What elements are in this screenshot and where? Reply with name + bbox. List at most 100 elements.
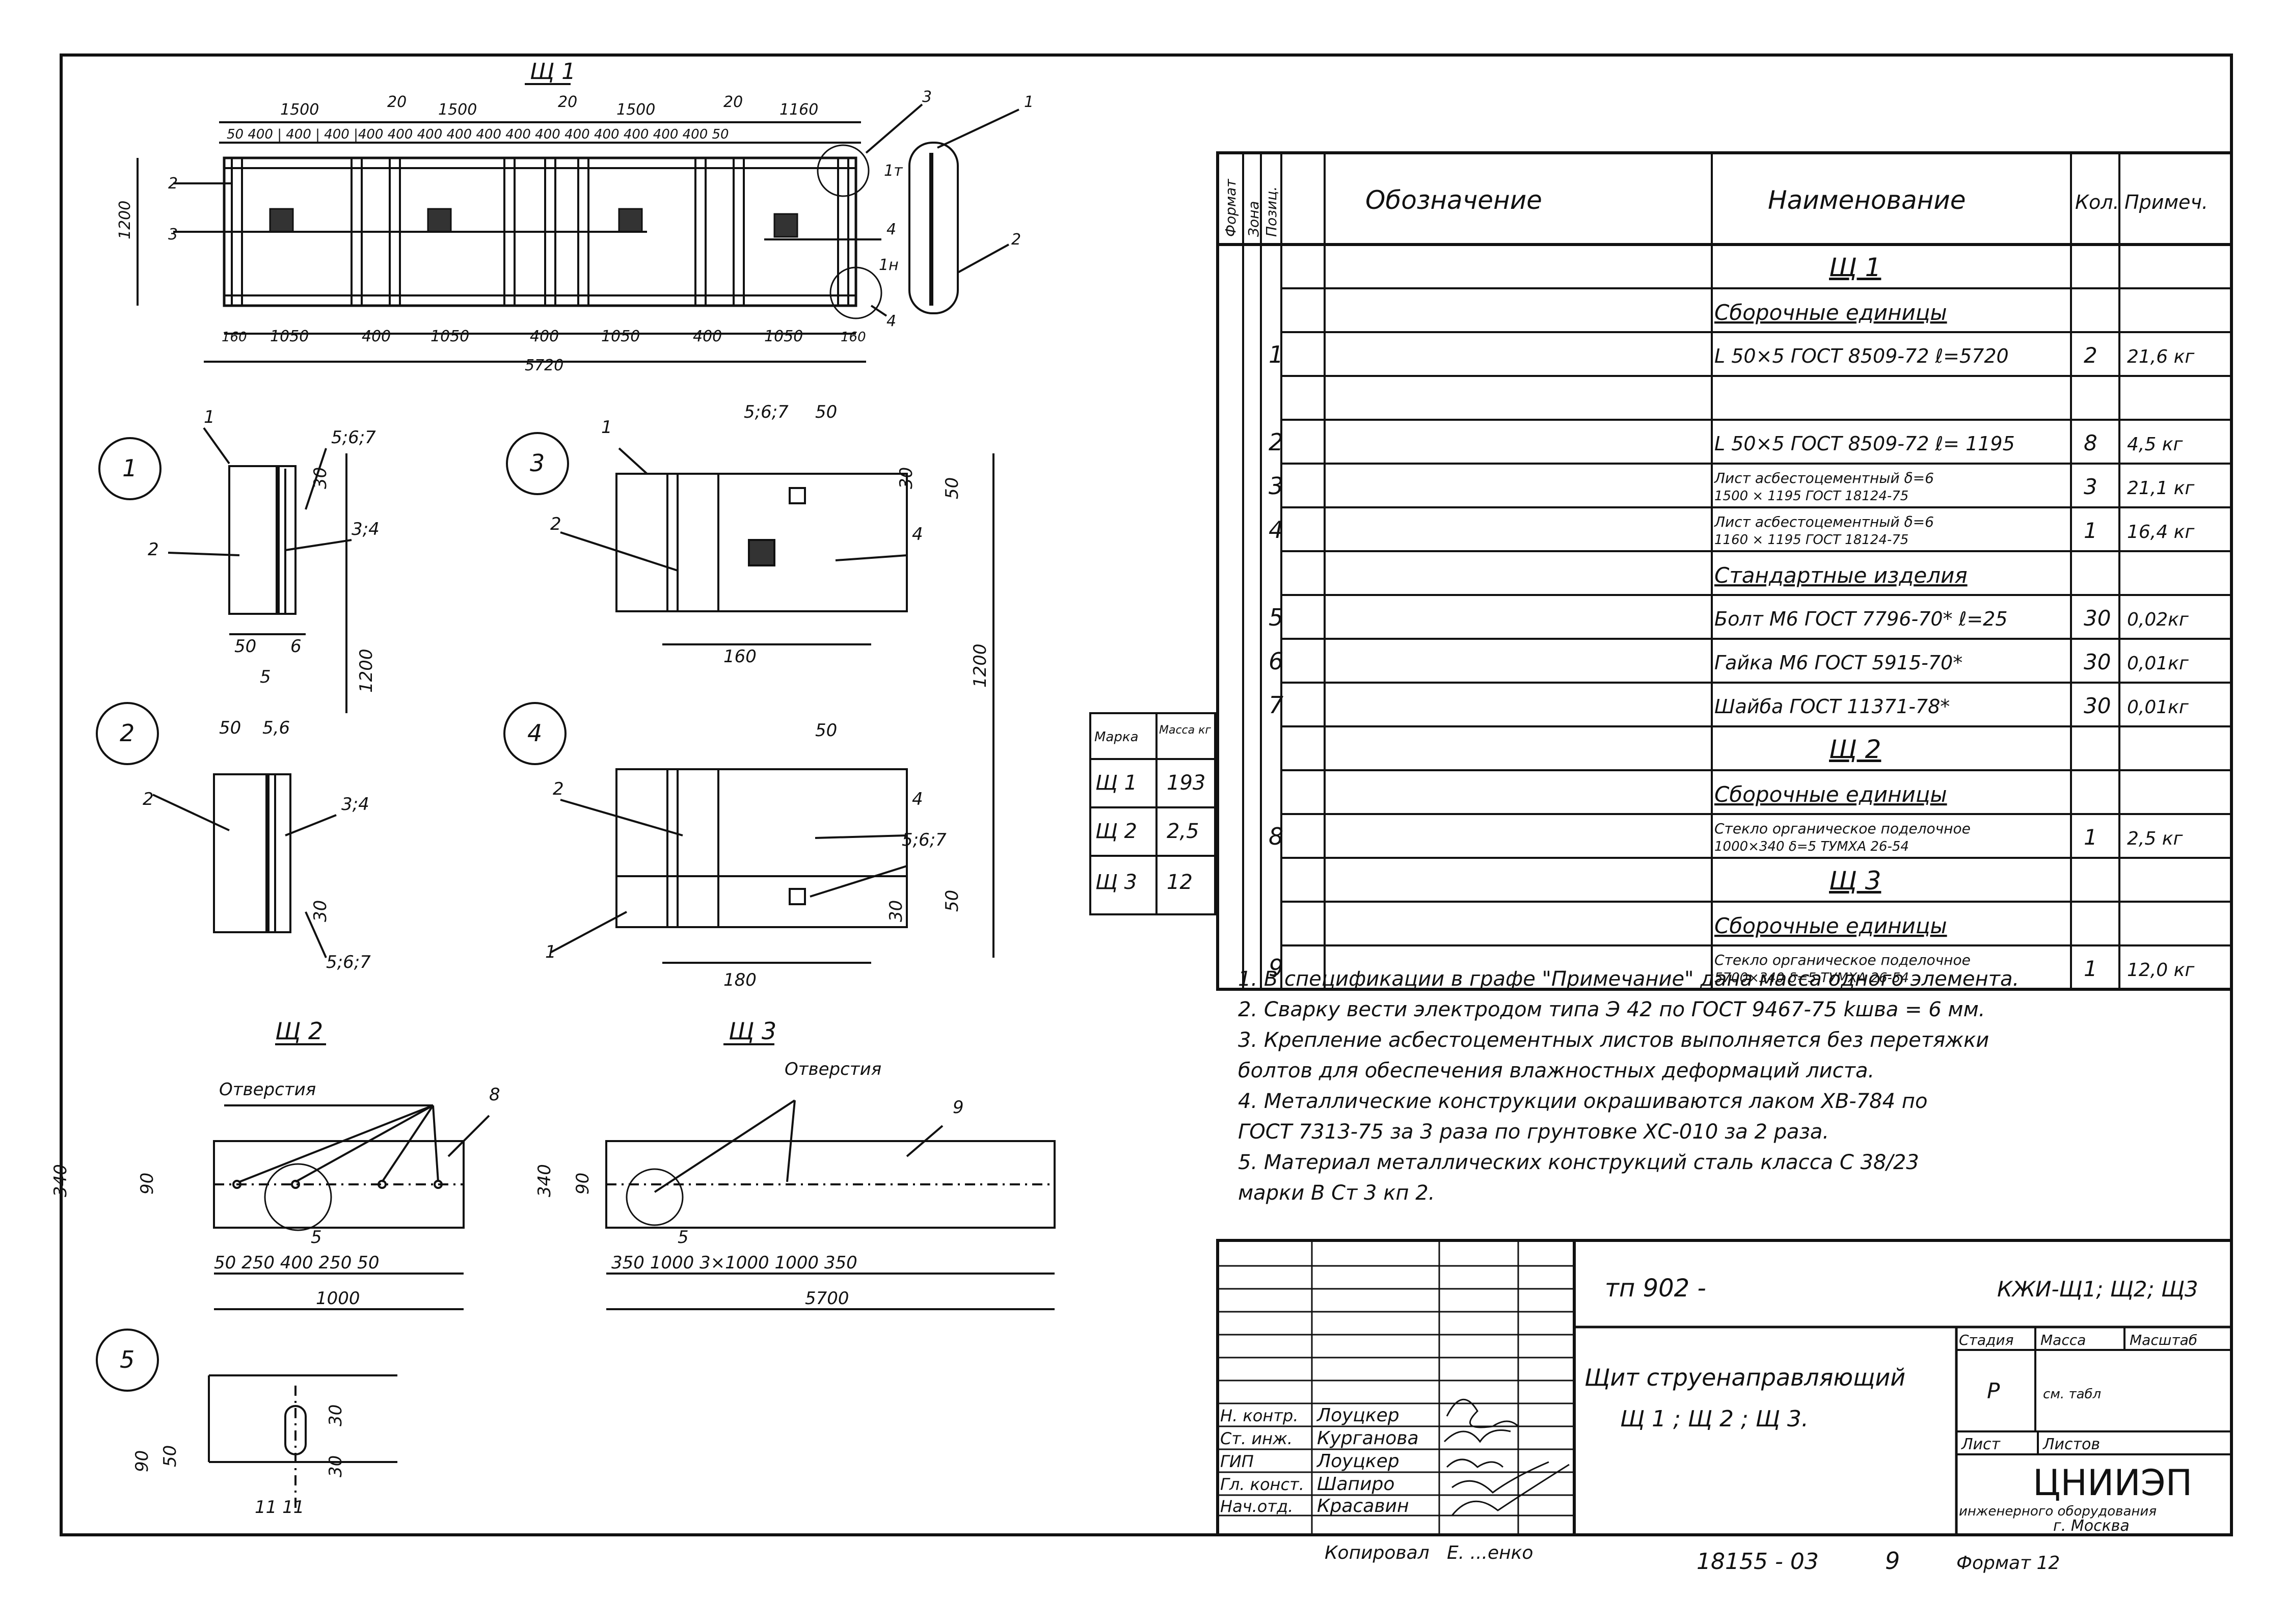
spec-row-pos: 5 bbox=[1269, 604, 1283, 631]
label-1n: 1н bbox=[879, 256, 899, 274]
callout-5 bbox=[96, 1329, 159, 1392]
sh3-holes-label: Отверстия bbox=[785, 1059, 881, 1079]
mass-table bbox=[1089, 712, 1216, 915]
sh2-dims-row: 50 250 400 250 50 bbox=[214, 1253, 379, 1273]
spec-row-pos: 6 bbox=[1269, 647, 1283, 675]
label-1t: 1т bbox=[884, 162, 903, 180]
sh2-lbl-5: 5 bbox=[311, 1227, 322, 1248]
d2-lbl-56: 5,6 bbox=[262, 718, 290, 738]
dim-total-5720: 5720 bbox=[525, 357, 563, 374]
callout-5-num: 5 bbox=[120, 1346, 134, 1373]
stamp-mass: см. табл bbox=[2043, 1387, 2101, 1402]
spec-row-pos: 8 bbox=[1269, 823, 1283, 850]
dim-20-a: 20 bbox=[387, 93, 407, 111]
d3-lbl-30: 30 bbox=[896, 467, 917, 489]
dim-bot-1050b: 1050 bbox=[431, 328, 469, 345]
d4-lbl-1: 1 bbox=[545, 942, 556, 962]
sh3-dim-340: 340 bbox=[534, 1164, 555, 1197]
notes: 1. В спецификации в графе "Примечание" д… bbox=[1238, 967, 2019, 1205]
d1-lbl-1: 1 bbox=[204, 407, 215, 427]
d3-lbl-2: 2 bbox=[550, 514, 561, 534]
spec-row-note: 21,6 кг bbox=[2127, 346, 2195, 367]
d5-dim-30b: 30 bbox=[326, 1455, 346, 1477]
spec-row-name: L 50×5 ГОСТ 8509-72 ℓ=5720 bbox=[1714, 345, 2009, 367]
spec-row-note: 4,5 кг bbox=[2127, 434, 2183, 455]
spec-section-title: Стандартные изделия bbox=[1714, 563, 1968, 588]
spec-section-title: Сборочные единицы bbox=[1714, 913, 1947, 938]
mass-row1-val: 193 bbox=[1167, 771, 1205, 795]
spec-row-note: 16,4 кг bbox=[2127, 522, 2195, 543]
mass-row3-mark: Щ 3 bbox=[1095, 871, 1137, 894]
spec-group-title: Щ 3 bbox=[1829, 866, 1881, 896]
d2-lbl-50: 50 bbox=[219, 718, 241, 738]
stamp-copied: Копировал bbox=[1325, 1542, 1430, 1563]
hdr-name: Наименование bbox=[1768, 185, 1966, 215]
label-3-top: 3 bbox=[922, 88, 932, 106]
title-block-text: тп 902 - КЖИ-Щ1; Щ2; Щ3 Щит струенаправл… bbox=[1220, 1274, 2198, 1575]
mass-row1-mark: Щ 1 bbox=[1095, 771, 1137, 795]
callout-2 bbox=[96, 702, 159, 765]
d3-lbl-567: 5;6;7 bbox=[744, 402, 789, 422]
dim-bot-1050d: 1050 bbox=[764, 328, 803, 345]
views-sh2-sh3-labels: Щ 2 Щ 3 Отверстия Отверстия 8 9 5 5 340 … bbox=[50, 1017, 964, 1518]
spec-row-pos: 3 bbox=[1269, 472, 1283, 500]
spec-row-note: 2,5 кг bbox=[2127, 828, 2183, 849]
d3-lbl-50a: 50 bbox=[815, 402, 837, 422]
spec-row-qty: 30 bbox=[2084, 649, 2111, 674]
spec-row-name: L 50×5 ГОСТ 8509-72 ℓ= 1195 bbox=[1714, 432, 2015, 455]
stamp-org2: инженерного оборудования bbox=[1959, 1504, 2157, 1519]
d3-lbl-1: 1 bbox=[601, 417, 612, 438]
mass-row3-val: 12 bbox=[1167, 871, 1193, 894]
dim-20-c: 20 bbox=[723, 93, 743, 111]
label-pos-2: 2 bbox=[168, 175, 178, 193]
sh2-lbl-8: 8 bbox=[489, 1085, 500, 1105]
stamp-name-3: Лоуцкер bbox=[1316, 1451, 1400, 1472]
hdr-zone: Зона bbox=[1245, 201, 1262, 237]
sh2-dim-90: 90 bbox=[137, 1173, 157, 1195]
mass-row2-val: 2,5 bbox=[1167, 820, 1199, 843]
sh3-lbl-5: 5 bbox=[678, 1227, 689, 1248]
hdr-qty: Кол. bbox=[2075, 191, 2119, 213]
signatures bbox=[1443, 1398, 1570, 1516]
callout-1-num: 1 bbox=[122, 454, 137, 482]
stamp-name-2: Курганова bbox=[1317, 1428, 1419, 1449]
sh3-dims-row: 350 1000 3×1000 1000 350 bbox=[611, 1253, 857, 1273]
sh2-dim-340: 340 bbox=[50, 1164, 71, 1197]
stamp-sheet-no: 9 bbox=[1885, 1547, 1900, 1575]
spec-row-pos: 1 bbox=[1269, 341, 1283, 368]
note-4b: ГОСТ 7313-75 за 3 раза по грунтовке ХС-0… bbox=[1238, 1120, 1829, 1144]
stamp-sheet-h: Лист bbox=[1961, 1436, 2001, 1453]
d5-dim-30a: 30 bbox=[326, 1404, 346, 1426]
views-sh2-sh3 bbox=[208, 1043, 1056, 1513]
title-block bbox=[1216, 1239, 2233, 1536]
d5-dim-50: 50 bbox=[160, 1445, 180, 1467]
view-sh1: Щ 1 bbox=[137, 59, 1019, 363]
dim-1500-c: 1500 bbox=[616, 101, 655, 119]
stamp-title2: Щ 1 ; Щ 2 ; Щ 3. bbox=[1620, 1406, 1809, 1432]
spec-row-name: Стекло органическое поделочное bbox=[1714, 952, 1971, 968]
dim-1160: 1160 bbox=[779, 101, 818, 119]
spec-row-note: 0,01кг bbox=[2127, 697, 2189, 718]
stamp-org3: г. Москва bbox=[2053, 1517, 2130, 1535]
spec-row-note: 0,01кг bbox=[2127, 653, 2189, 674]
callout-4 bbox=[503, 702, 567, 765]
d3-lbl-1200: 1200 bbox=[970, 643, 990, 688]
spec-row-note: 0,02кг bbox=[2127, 609, 2189, 630]
stamp-title1: Щит струенаправляющий bbox=[1584, 1364, 1905, 1391]
sh1-labels: 1500 20 1500 20 1500 20 1160 50 400 | 40… bbox=[116, 88, 1034, 374]
stamp-org1: ЦНИИЭП bbox=[2033, 1462, 2192, 1504]
note-4: 4. Металлические конструкции окрашиваютс… bbox=[1238, 1090, 1927, 1113]
callout-3-num: 3 bbox=[530, 449, 545, 477]
label-1-side: 1 bbox=[1024, 93, 1034, 111]
label-pos-3: 3 bbox=[168, 226, 178, 243]
sh2-dim-1000: 1000 bbox=[316, 1288, 360, 1309]
stamp-name-1: Лоуцкер bbox=[1316, 1405, 1400, 1426]
note-1: 1. В спецификации в графе "Примечание" д… bbox=[1238, 967, 2019, 991]
dim-1500-b: 1500 bbox=[438, 101, 477, 119]
stamp-role-2: Ст. инж. bbox=[1220, 1429, 1293, 1448]
stamp-role-3: ГИП bbox=[1220, 1452, 1254, 1471]
stamp-role-5: Нач.отд. bbox=[1220, 1497, 1293, 1516]
label-4-bot: 4 bbox=[886, 312, 896, 330]
